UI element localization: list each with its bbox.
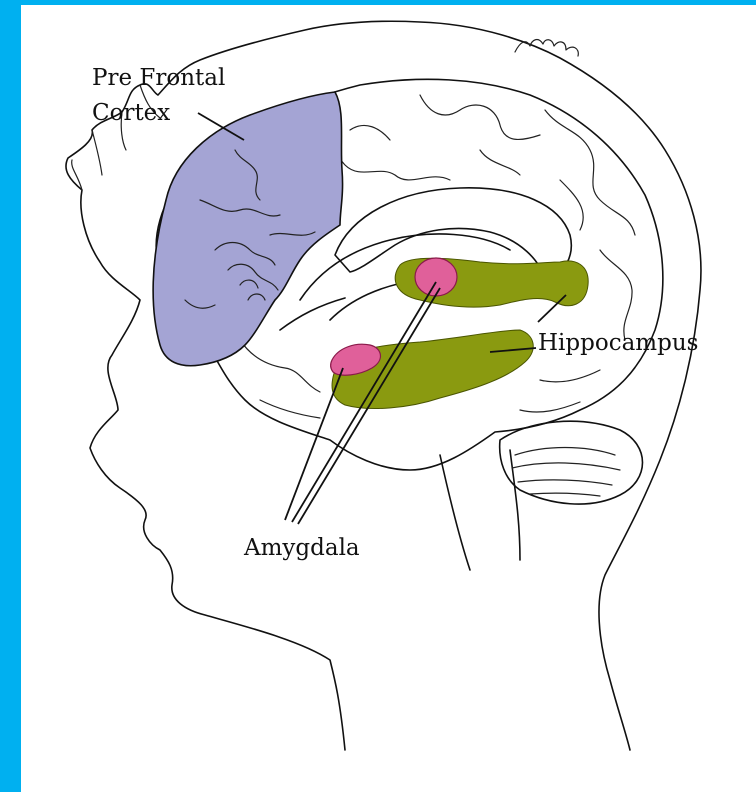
- amygdala-upper: [415, 258, 457, 296]
- prefrontal-cortex-region: [153, 92, 342, 366]
- label-amygdala: Amygdala: [243, 535, 360, 561]
- label-prefrontal-line2: Cortex: [92, 100, 170, 126]
- brainstem: [440, 450, 520, 570]
- label-prefrontal-line1: Pre Frontal: [92, 65, 225, 91]
- label-hippocampus: Hippocampus: [538, 330, 698, 356]
- amygdala-leader-3: [298, 288, 440, 524]
- cerebellum-folds: [512, 448, 620, 497]
